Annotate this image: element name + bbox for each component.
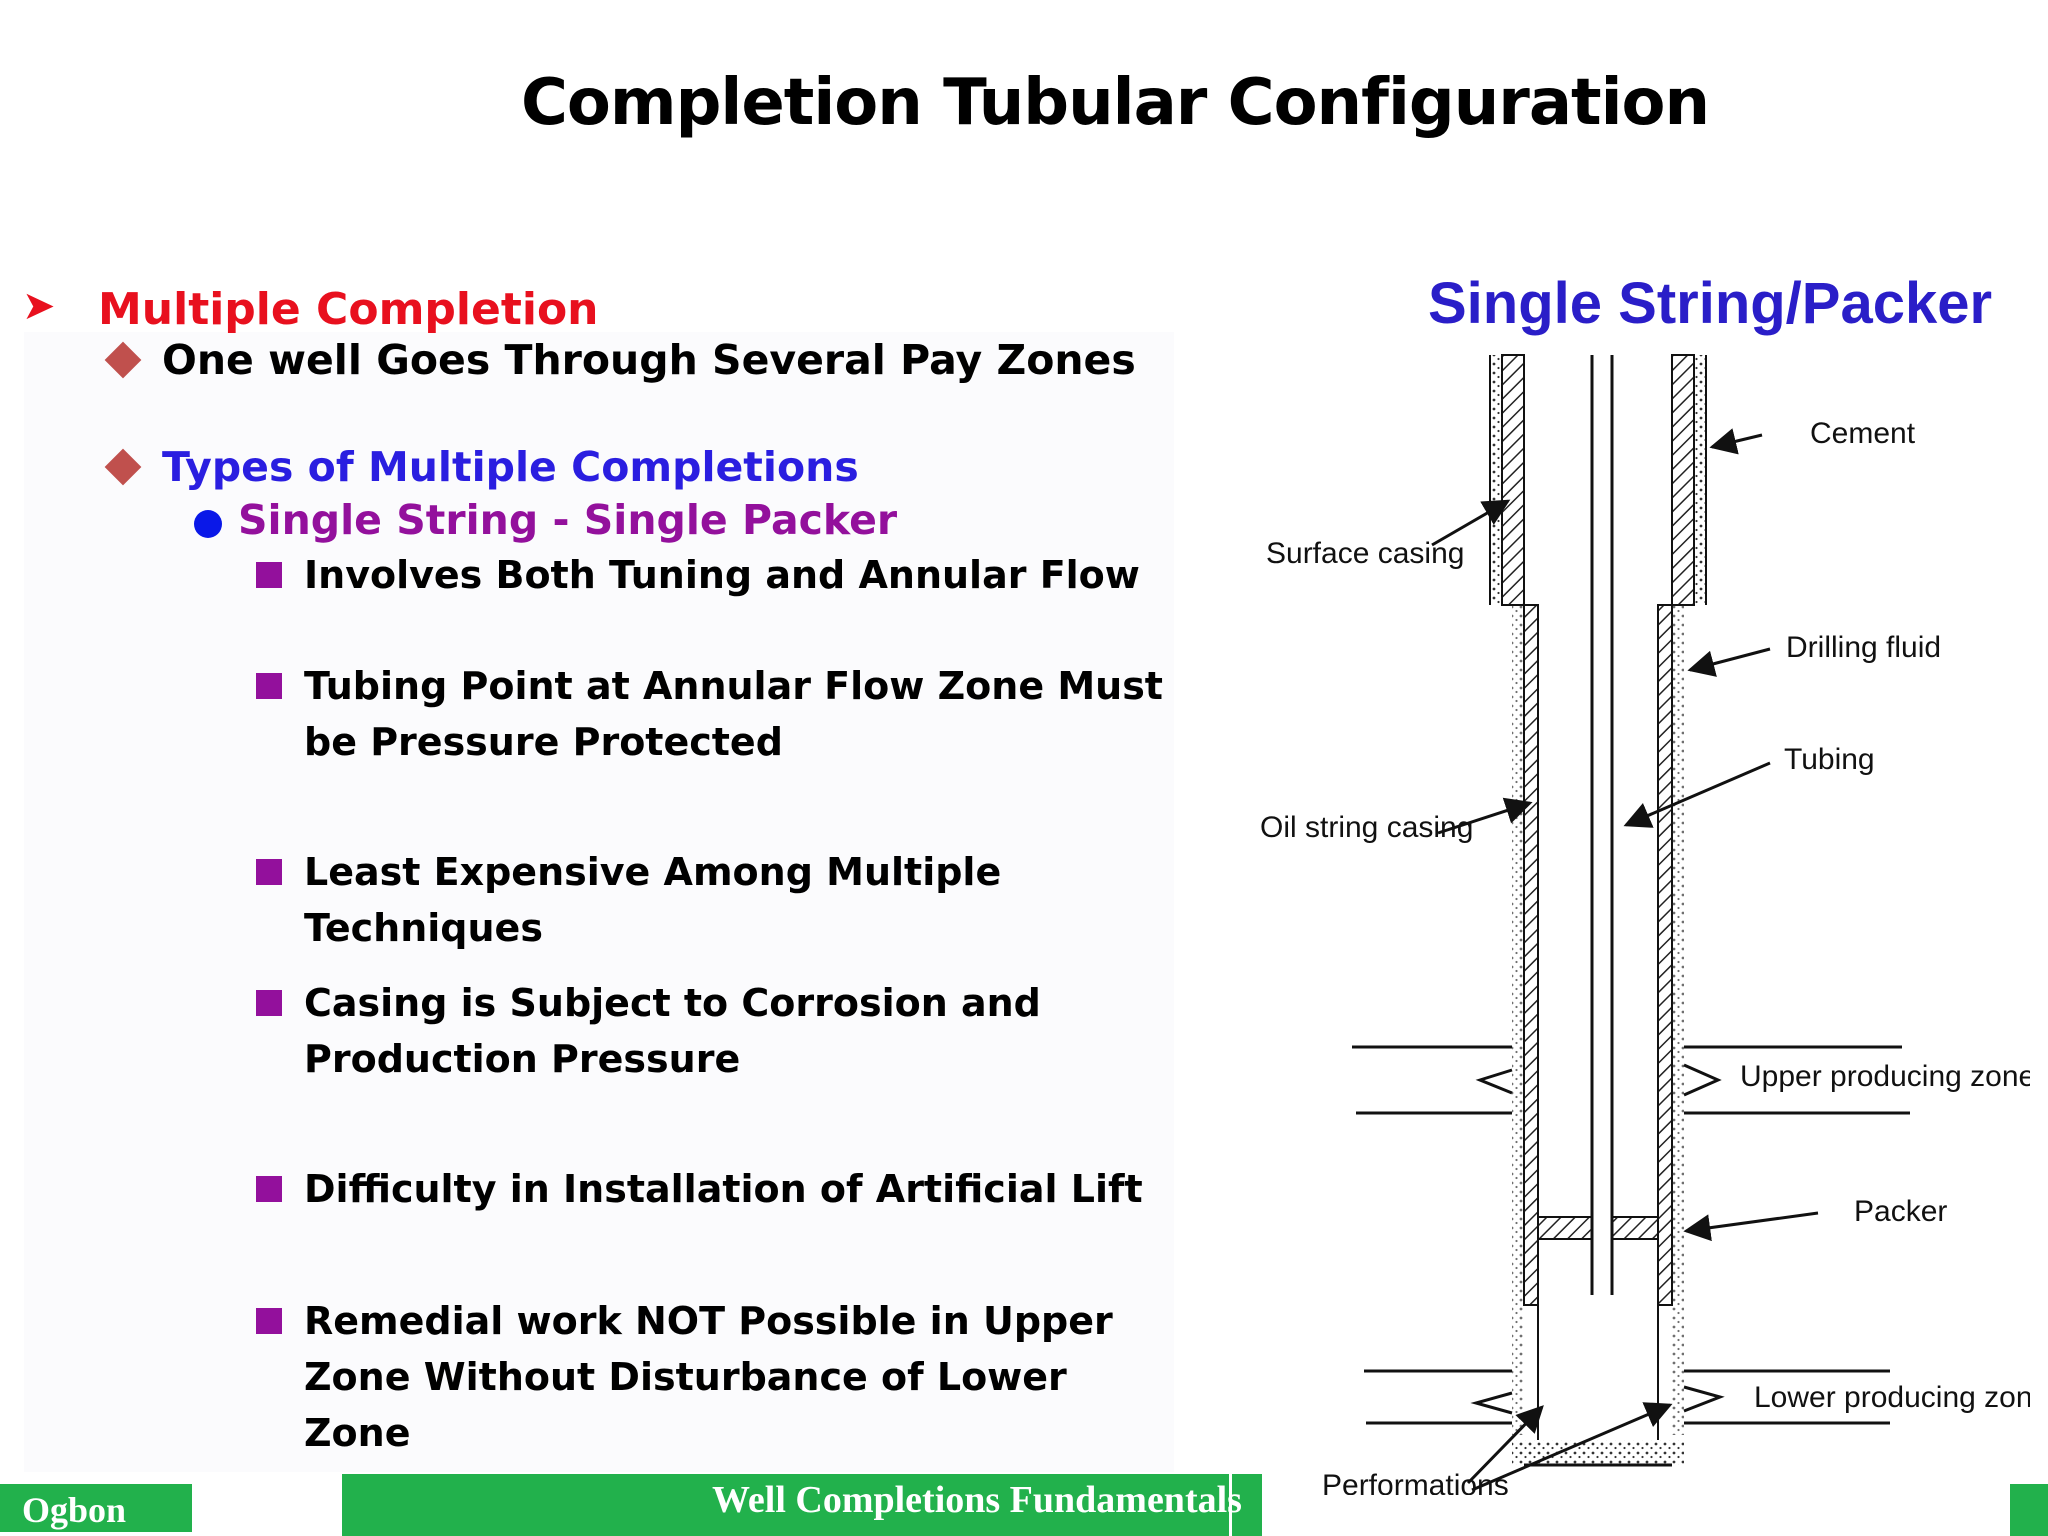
upper-perforation-left [1475,1068,1513,1095]
footer-course-title: Well Completions Fundamentals [712,1479,1242,1521]
detail-item: Tubing Point at Annular Flow Zone Must b… [304,664,1163,764]
label-oil-string-casing: Oil string casing [1260,811,1473,844]
detail-item: Difficulty in Installation of Artificial… [304,1167,1143,1211]
outline-subtype: Single String - Single Packer [238,496,898,544]
outline-point-2: Types of Multiple Completions [162,443,859,491]
footer-right-block [2010,1484,2048,1536]
footer-course-bar: Well Completions Fundamentals [342,1474,1262,1536]
outline-point-1: One well Goes Through Several Pay Zones [162,336,1136,384]
cement-left [1490,355,1502,605]
circle-bullet-icon [194,510,222,538]
surface-casing-left [1501,354,1525,606]
label-tubing: Tubing [1784,743,1875,776]
square-bullet-icon [256,859,282,885]
detail-item: Remedial work NOT Possible in Upper Zone… [304,1299,1113,1455]
label-drilling-fluid: Drilling fluid [1786,631,1941,664]
detail-item: Casing is Subject to Corrosion and Produ… [304,981,1041,1081]
label-packer: Packer [1854,1195,1947,1228]
oil-string-casing-right [1657,604,1673,1306]
wellbore-diagram: Cement Surface casing Drilling fluid Tub… [1260,354,2030,1495]
footer-divider [1229,1474,1232,1536]
outline-heading: Multiple Completion [98,284,599,335]
lower-perforation-left [1470,1391,1513,1415]
square-bullet-icon [256,673,282,699]
lower-perforation-right [1683,1385,1725,1413]
packer-right [1611,1216,1659,1240]
label-cement: Cement [1810,417,1916,450]
square-bullet-icon [256,1176,282,1202]
arrow-bullet-icon: ➤ [22,283,56,329]
detail-item: Least Expensive Among Multiple Technique… [304,850,1002,950]
square-bullet-icon [256,562,282,588]
footer-author: Ogbon [0,1484,192,1532]
square-bullet-icon [256,990,282,1016]
label-perforations: Performations [1322,1469,1509,1495]
slide-title: Completion Tubular Configuration [520,66,1710,140]
square-bullet-icon [256,1308,282,1334]
oil-string-casing-left [1523,604,1539,1306]
label-lower-producing-zone: Lower producing zone [1754,1381,2030,1414]
cement-right [1694,355,1706,605]
surface-casing-right [1671,354,1695,606]
upper-perforation-right [1683,1063,1722,1097]
figure-title: Single String/Packer [1428,271,1993,336]
label-surface-casing: Surface casing [1266,537,1464,570]
packer-left [1537,1216,1593,1240]
label-upper-producing-zone: Upper producing zone [1740,1060,2030,1093]
detail-item: Involves Both Tuning and Annular Flow [304,553,1140,597]
